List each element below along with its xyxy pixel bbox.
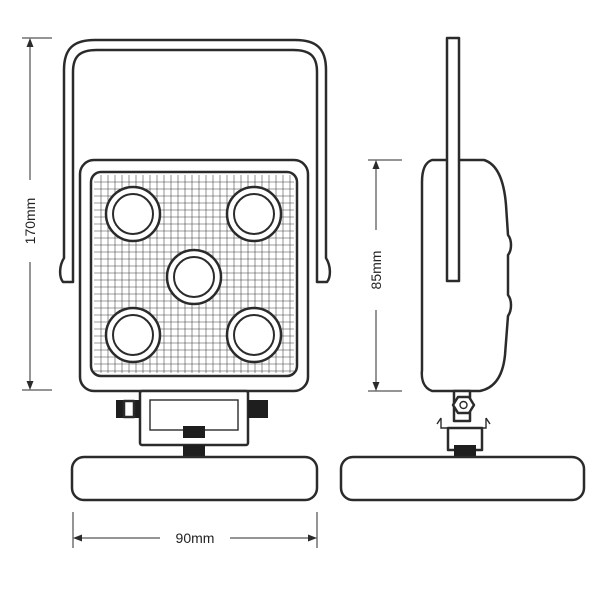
side-bolt-nut xyxy=(451,395,476,415)
dimension-height-overall: 170mm xyxy=(22,37,52,391)
bracket-knob-right xyxy=(248,400,268,418)
mounting-bracket xyxy=(116,389,268,459)
dimension-label-85: 85mm xyxy=(368,251,384,290)
side-handle xyxy=(445,36,461,283)
dimension-height-body: 85mm xyxy=(368,159,402,392)
dimension-label-90: 90mm xyxy=(176,530,215,546)
led-top-right xyxy=(225,185,283,243)
side-bolt xyxy=(459,400,468,410)
led-top-left xyxy=(104,185,162,243)
front-view xyxy=(58,38,332,502)
side-view xyxy=(339,36,586,502)
front-base xyxy=(70,455,319,502)
led-center xyxy=(165,248,223,306)
bracket-stem xyxy=(183,445,205,459)
bracket-clamp xyxy=(183,426,205,438)
led-bottom-right xyxy=(225,306,283,364)
side-base xyxy=(339,455,586,502)
dimension-label-170: 170mm xyxy=(22,198,38,245)
dimension-width: 90mm xyxy=(72,512,318,548)
side-housing xyxy=(420,158,513,393)
led-bottom-left xyxy=(104,306,162,364)
handle-bracket xyxy=(58,38,332,284)
